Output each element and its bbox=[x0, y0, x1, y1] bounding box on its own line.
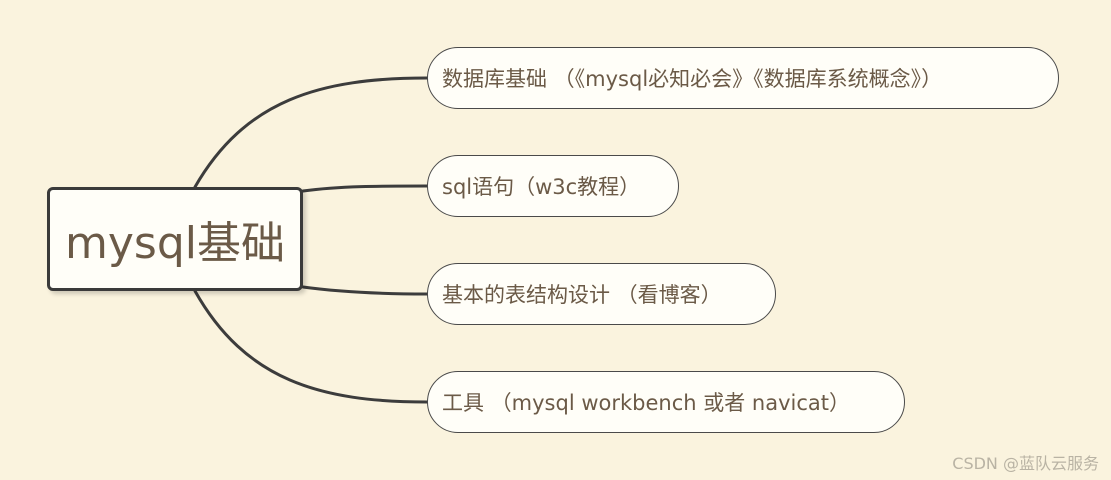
branch-label-table-design: 基本的表结构设计 （看博客） bbox=[442, 283, 722, 307]
connector-branch-2 bbox=[301, 184, 429, 193]
branch-node-tools[interactable]: 工具 （mysql workbench 或者 navicat） bbox=[427, 371, 905, 433]
branch-label-database-basics: 数据库基础 （《mysql必知必会》《数据库系统概念》） bbox=[442, 67, 943, 91]
root-topic-label: mysql基础 bbox=[65, 218, 285, 269]
root-topic-node[interactable]: mysql基础 bbox=[47, 187, 303, 291]
branch-label-tools: 工具 （mysql workbench 或者 navicat） bbox=[442, 391, 851, 415]
watermark-text: CSDN @蓝队云服务 bbox=[952, 454, 1099, 473]
connector-branch-4 bbox=[193, 289, 429, 404]
branch-node-database-basics[interactable]: 数据库基础 （《mysql必知必会》《数据库系统概念》） bbox=[427, 47, 1059, 109]
connector-branch-1 bbox=[193, 76, 429, 189]
connector-branch-3 bbox=[301, 285, 429, 296]
branch-node-table-design[interactable]: 基本的表结构设计 （看博客） bbox=[427, 263, 776, 325]
branch-label-sql-statements: sql语句（w3c教程） bbox=[442, 175, 641, 199]
branch-node-sql-statements[interactable]: sql语句（w3c教程） bbox=[427, 155, 679, 217]
